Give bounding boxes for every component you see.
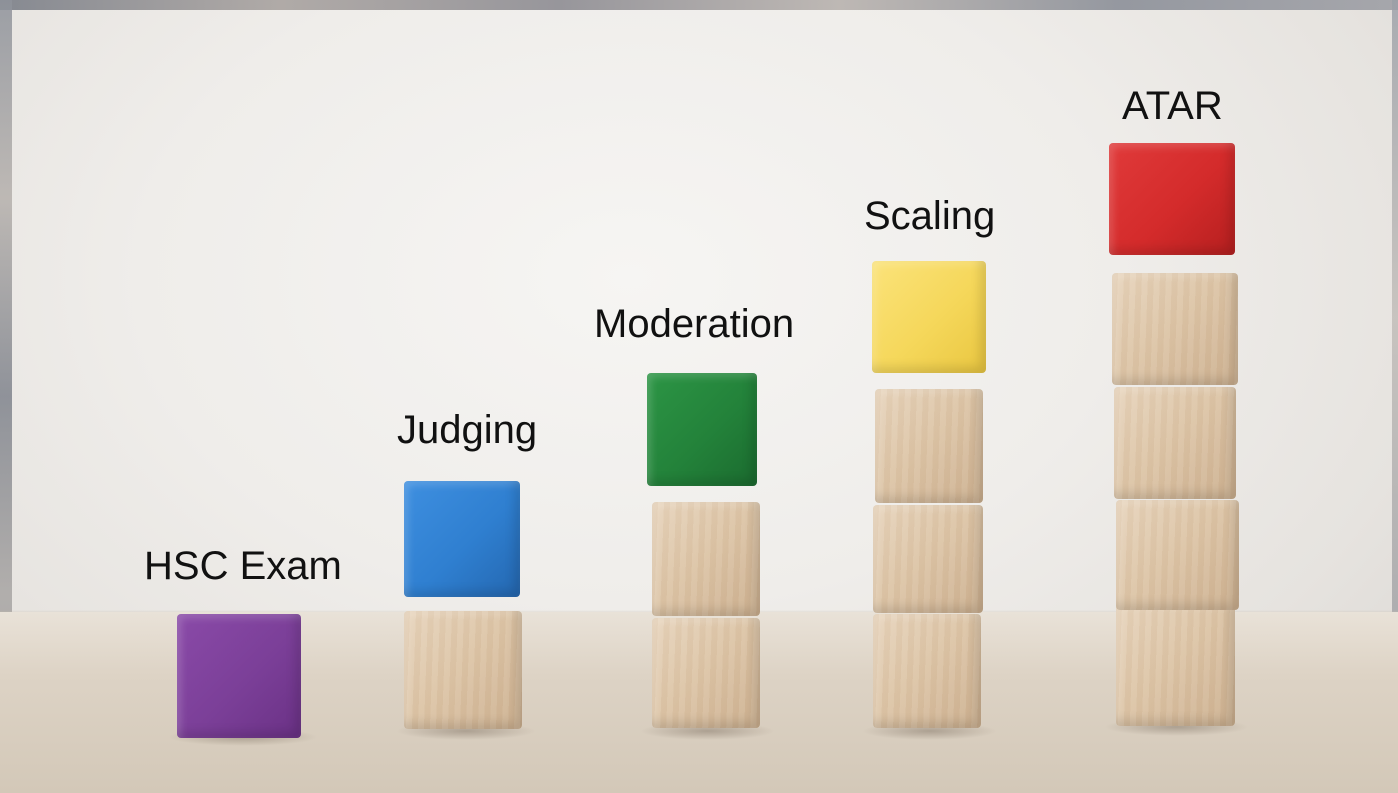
wood-block — [1112, 273, 1238, 385]
collage-edge-left — [0, 0, 12, 793]
label-judging: Judging — [397, 408, 538, 452]
wood-block — [404, 611, 522, 729]
label-atar: ATAR — [1122, 84, 1223, 128]
collage-edge-top — [0, 0, 1398, 10]
green-block — [647, 373, 757, 486]
label-moderation: Moderation — [594, 302, 795, 346]
collage-edge-right — [1392, 0, 1398, 793]
blue-block — [404, 481, 520, 597]
wood-block — [1114, 387, 1236, 499]
wood-block — [1116, 604, 1235, 726]
yellow-block — [872, 261, 986, 373]
purple-block — [177, 614, 301, 738]
label-hsc-exam: HSC Exam — [144, 544, 342, 588]
red-block — [1109, 143, 1235, 255]
wood-block — [1116, 500, 1239, 610]
label-scaling: Scaling — [864, 194, 996, 238]
wood-block — [873, 614, 981, 728]
wood-block — [873, 505, 983, 613]
wood-block — [875, 389, 983, 503]
wood-block — [652, 502, 760, 616]
wood-block — [652, 618, 760, 728]
